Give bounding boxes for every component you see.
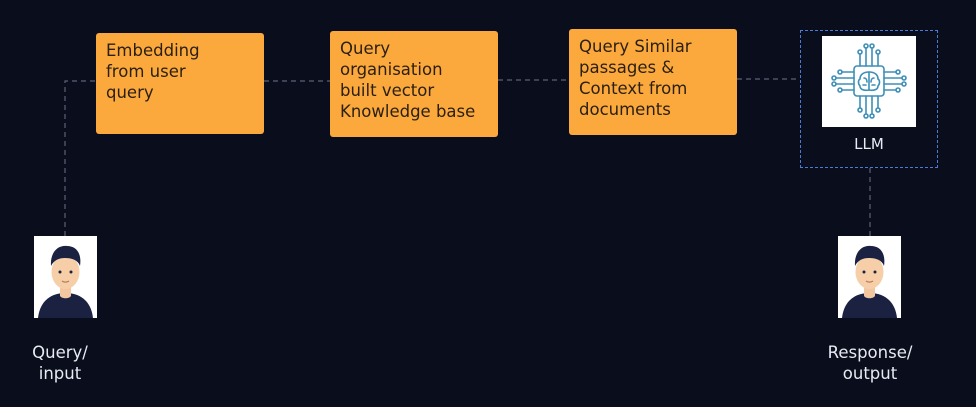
input-label: Query/ input [32, 343, 88, 383]
user-avatar-icon [838, 236, 901, 318]
llm-label: LLM [854, 135, 884, 153]
output-label: Response/ output [827, 343, 913, 383]
similar-passages-box: Query Similar passages & Context from do… [569, 29, 737, 135]
llm-frame [800, 30, 938, 168]
query-organisation-box: Query organisation built vector Knowledg… [330, 31, 498, 137]
embedding-box: Embedding from user query [96, 33, 264, 134]
brain-chip-icon [822, 36, 916, 127]
connector-input-to-embedding [64, 80, 96, 236]
user-avatar-icon [34, 236, 97, 318]
